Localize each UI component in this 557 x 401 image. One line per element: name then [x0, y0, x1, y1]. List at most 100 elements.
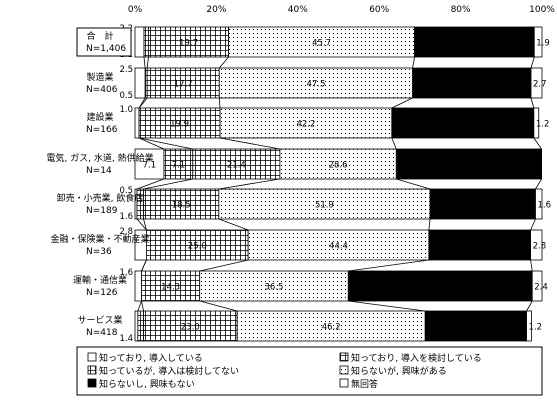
connector-line [218, 97, 221, 109]
category-label: 合 計 [86, 30, 113, 42]
bar-segment [533, 26, 543, 58]
connector-line [138, 97, 148, 109]
legend-label: 知っており, 導入を検討している [351, 352, 482, 364]
bar-segment [395, 148, 542, 180]
connector-line [138, 137, 193, 150]
data-label: 18.5 [172, 201, 191, 211]
connector-line [526, 300, 533, 312]
legend-swatch [339, 365, 349, 375]
connector-line [530, 56, 535, 69]
bar-segment [530, 67, 543, 99]
connector-line [141, 259, 147, 272]
category-label: 卸売・小売業, 飲食店 [57, 192, 144, 204]
category-label: 建設業 [86, 111, 113, 123]
data-label: 7.1 [172, 161, 186, 171]
data-label: 1.6 [537, 201, 551, 211]
bar-segment [218, 188, 431, 220]
legend-swatch [87, 365, 97, 375]
bar-segment [143, 188, 220, 220]
bar-segment [148, 26, 230, 58]
legend-box [76, 346, 543, 396]
bar-segment [236, 310, 426, 342]
data-label: 7.1 [143, 161, 157, 171]
data-label: 42.2 [296, 120, 315, 130]
bar-segment [414, 26, 535, 58]
x-tick-label: 80% [451, 5, 471, 15]
connector-line [137, 300, 142, 312]
category-label: 金融・保険業・不動産業 [50, 233, 149, 245]
data-label: 44.4 [329, 242, 348, 252]
connector-line [141, 300, 144, 312]
data-label: 36.5 [265, 283, 284, 293]
category-label: 製造業 [86, 71, 113, 83]
bar-segment [145, 229, 249, 261]
data-label: 0.5 [119, 186, 133, 196]
connector-lines [136, 56, 542, 312]
data-label: 0.5 [119, 91, 133, 101]
category-n-label: N=14 [86, 166, 112, 176]
data-label: 51.9 [315, 201, 334, 211]
data-label: 14.3 [161, 283, 180, 293]
data-label: 17.7 [174, 80, 193, 90]
connector-line [199, 259, 249, 272]
legend-swatch [87, 378, 97, 388]
connector-line [533, 137, 542, 150]
data-label: 25.0 [470, 242, 489, 252]
bar-segment [134, 148, 165, 180]
legend-label: 知っているが, 導入は検討してない [99, 365, 239, 377]
category-n-label: N=418 [86, 328, 118, 338]
data-label: 2.8 [119, 227, 133, 237]
connector-line [530, 218, 536, 231]
legend-swatch [87, 352, 97, 362]
data-label: 2.7 [533, 80, 547, 90]
bar-segment [533, 107, 540, 139]
category-label: サービス業 [77, 314, 122, 326]
data-label: 24.9 [466, 323, 485, 333]
bar-segment [526, 310, 532, 342]
connector-line [138, 137, 165, 150]
connector-line [136, 178, 165, 190]
category-label: 運輸・通信業 [73, 274, 127, 286]
data-label: 34.9 [453, 120, 472, 130]
bar-segment [391, 107, 535, 139]
connector-line [391, 97, 413, 109]
bar-segment [134, 107, 140, 139]
bar-segment [347, 270, 533, 302]
data-label: 21.4 [227, 161, 246, 171]
category-n-label: N=189 [86, 206, 118, 216]
data-label: 35.7 [459, 161, 478, 171]
connector-line [530, 97, 535, 109]
bar-segment [424, 310, 527, 342]
bar-segment [199, 270, 349, 302]
bar-segment [228, 26, 416, 58]
bar-segment [134, 270, 142, 302]
bar-segment [143, 26, 149, 58]
data-label: 1.6 [119, 268, 133, 278]
connector-line [348, 259, 429, 272]
legend: 知っており, 導入している知っており, 導入を検討している知っているが, 導入は… [76, 346, 543, 396]
data-label: 2.4 [534, 283, 548, 293]
bar-segment [535, 188, 543, 220]
data-label: 29.4 [465, 39, 484, 49]
x-tick-label: 20% [206, 5, 226, 15]
legend-swatch [339, 378, 349, 388]
data-label: 19.9 [170, 120, 189, 130]
connector-line [535, 178, 542, 190]
bar-segment [134, 67, 146, 99]
data-label: 1.4 [119, 334, 133, 344]
category-n-label: N=36 [86, 247, 112, 257]
bars: 2.21.119.745.729.41.92.50.517.747.529.12… [119, 24, 551, 344]
connector-line [218, 56, 229, 69]
connector-line [136, 218, 147, 231]
connector-line [218, 178, 280, 190]
bar-segment [192, 148, 281, 180]
connector-line [146, 56, 149, 69]
connector-line [218, 218, 249, 231]
legend-swatch [339, 352, 349, 362]
bar-segment [146, 67, 220, 99]
data-label: 19.7 [179, 39, 198, 49]
data-label: 45.7 [312, 39, 331, 49]
category-n-label: N=406 [86, 85, 118, 95]
data-label: 2.5 [119, 65, 133, 75]
connector-line [396, 178, 431, 190]
